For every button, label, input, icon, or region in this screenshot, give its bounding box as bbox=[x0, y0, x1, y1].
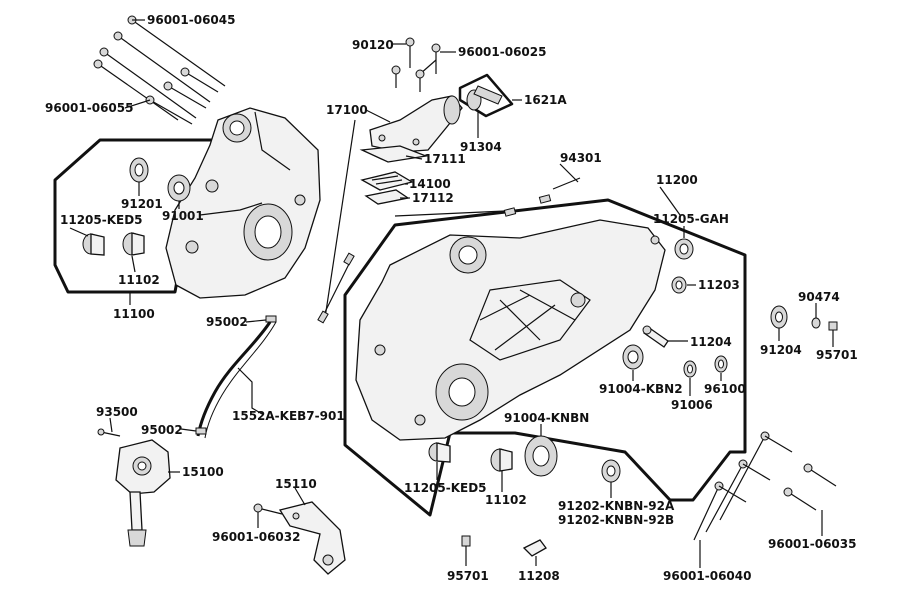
oil-pump-15100 bbox=[115, 439, 171, 547]
plug-95701-right bbox=[828, 321, 838, 338]
pin-11204 bbox=[642, 325, 669, 348]
leader-17111 bbox=[405, 155, 423, 160]
oil-hose-1552A bbox=[196, 321, 277, 439]
bracket-15110 bbox=[278, 501, 346, 575]
bearing-91004-KNBN bbox=[524, 435, 558, 477]
label-91201: 91201 bbox=[121, 197, 163, 211]
label-96001-06040: 96001-06040 bbox=[663, 569, 751, 583]
bolt-set-96001-06055 bbox=[145, 67, 219, 125]
seal-91006 bbox=[683, 360, 697, 378]
label-91004-KBN2: 91004-KBN2 bbox=[599, 382, 683, 396]
right-crankcase-half bbox=[355, 219, 666, 441]
label-11208: 11208 bbox=[518, 569, 560, 583]
intake-manifold-17100 bbox=[369, 95, 463, 153]
left-crankcase-half bbox=[165, 107, 321, 299]
bearing-91202 bbox=[601, 459, 621, 483]
gasket-17112 bbox=[364, 189, 410, 205]
seal-11203 bbox=[671, 276, 687, 294]
label-91202-KNBN-92B: 91202-KNBN-92B bbox=[558, 513, 674, 527]
label-95701-bottom: 95701 bbox=[447, 569, 489, 583]
label-96001-06045: 96001-06045 bbox=[147, 13, 235, 27]
bearing-91201 bbox=[129, 157, 149, 183]
label-17111: 17111 bbox=[424, 152, 466, 166]
label-95701-right: 95701 bbox=[816, 348, 858, 362]
label-11100: 11100 bbox=[113, 307, 155, 321]
label-96100: 96100 bbox=[704, 382, 746, 396]
label-15100: 15100 bbox=[182, 465, 224, 479]
label-91004-KNBN: 91004-KNBN bbox=[504, 411, 589, 425]
bearing-91001 bbox=[167, 174, 191, 202]
label-11102-left: 11102 bbox=[118, 273, 160, 287]
seal-91304 bbox=[458, 73, 514, 118]
bearing-91004-KBN2 bbox=[622, 344, 644, 370]
leader-15110 bbox=[294, 487, 306, 506]
label-90120: 90120 bbox=[352, 38, 394, 52]
label-11205-GAH: 11205-GAH bbox=[653, 212, 729, 226]
bolt-set-96001-06035 bbox=[693, 431, 837, 541]
leader-93500 bbox=[109, 417, 113, 433]
label-11205-KED5-left: 11205-KED5 bbox=[60, 213, 143, 227]
label-90474: 90474 bbox=[798, 290, 840, 304]
leader-95002-top bbox=[245, 319, 267, 323]
label-1552A-KEB7-901: 1552A-KEB7-901 bbox=[232, 409, 345, 423]
label-11200: 11200 bbox=[656, 173, 698, 187]
bushing-11205-KED5-bottom bbox=[428, 442, 451, 463]
label-95002-top: 95002 bbox=[206, 315, 248, 329]
label-17112: 17112 bbox=[412, 191, 454, 205]
reference-line-intake bbox=[324, 119, 356, 319]
bearing-91204 bbox=[770, 305, 788, 329]
label-96001-06025: 96001-06025 bbox=[458, 45, 546, 59]
label-91204: 91204 bbox=[760, 343, 802, 357]
label-11205-KED5-bottom: 11205-KED5 bbox=[404, 481, 487, 495]
label-91006: 91006 bbox=[671, 398, 713, 412]
leader-1552A bbox=[237, 367, 263, 415]
bushing-11102-bottom bbox=[490, 448, 513, 472]
label-96001-06032: 96001-06032 bbox=[212, 530, 300, 544]
label-96001-06055: 96001-06055 bbox=[45, 101, 133, 115]
clip-11208 bbox=[522, 539, 547, 557]
label-93500: 93500 bbox=[96, 405, 138, 419]
leader-94301 bbox=[559, 163, 579, 183]
leader-11200 bbox=[659, 186, 681, 216]
label-91202-KNBN-92A: 91202-KNBN-92A bbox=[558, 499, 675, 513]
bushing-11102-left bbox=[122, 232, 145, 256]
label-95002-bottom: 95002 bbox=[141, 423, 183, 437]
gasket-17111 bbox=[359, 145, 429, 163]
hose-clip-95002-bottom bbox=[195, 427, 207, 435]
leader-96001-06055 bbox=[124, 99, 151, 109]
right-crankcase-group-outline bbox=[343, 198, 747, 517]
washer-90474 bbox=[811, 317, 821, 329]
leader-95002-bottom bbox=[180, 428, 197, 432]
plug-95701-bottom bbox=[461, 535, 471, 556]
bolt-set-96001-06045 bbox=[93, 15, 226, 121]
label-17100: 17100 bbox=[326, 103, 368, 117]
label-94301: 94301 bbox=[560, 151, 602, 165]
label-11203: 11203 bbox=[698, 278, 740, 292]
label-11102-bottom: 11102 bbox=[485, 493, 527, 507]
label-91001: 91001 bbox=[162, 209, 204, 223]
seal-96100 bbox=[714, 355, 728, 373]
intake-bolts-96001-06025 bbox=[415, 43, 441, 92]
leader-11102-left bbox=[131, 255, 136, 273]
intake-bolts-90120 bbox=[391, 37, 415, 88]
label-1621A: 1621A bbox=[524, 93, 567, 107]
leader-11205-KED5-left bbox=[69, 227, 89, 237]
label-15110: 15110 bbox=[275, 477, 317, 491]
leader-17100 bbox=[365, 109, 391, 123]
screw-93500 bbox=[97, 428, 121, 437]
label-96001-06035: 96001-06035 bbox=[768, 537, 856, 551]
reed-valve-14100 bbox=[360, 171, 414, 191]
bushing-11205-GAH bbox=[674, 238, 694, 260]
label-91304: 91304 bbox=[460, 140, 502, 154]
label-14100: 14100 bbox=[409, 177, 451, 191]
label-11204: 11204 bbox=[690, 335, 732, 349]
bushing-11205-KED5-left bbox=[82, 233, 105, 256]
hose-clip-95002-top bbox=[265, 315, 277, 323]
